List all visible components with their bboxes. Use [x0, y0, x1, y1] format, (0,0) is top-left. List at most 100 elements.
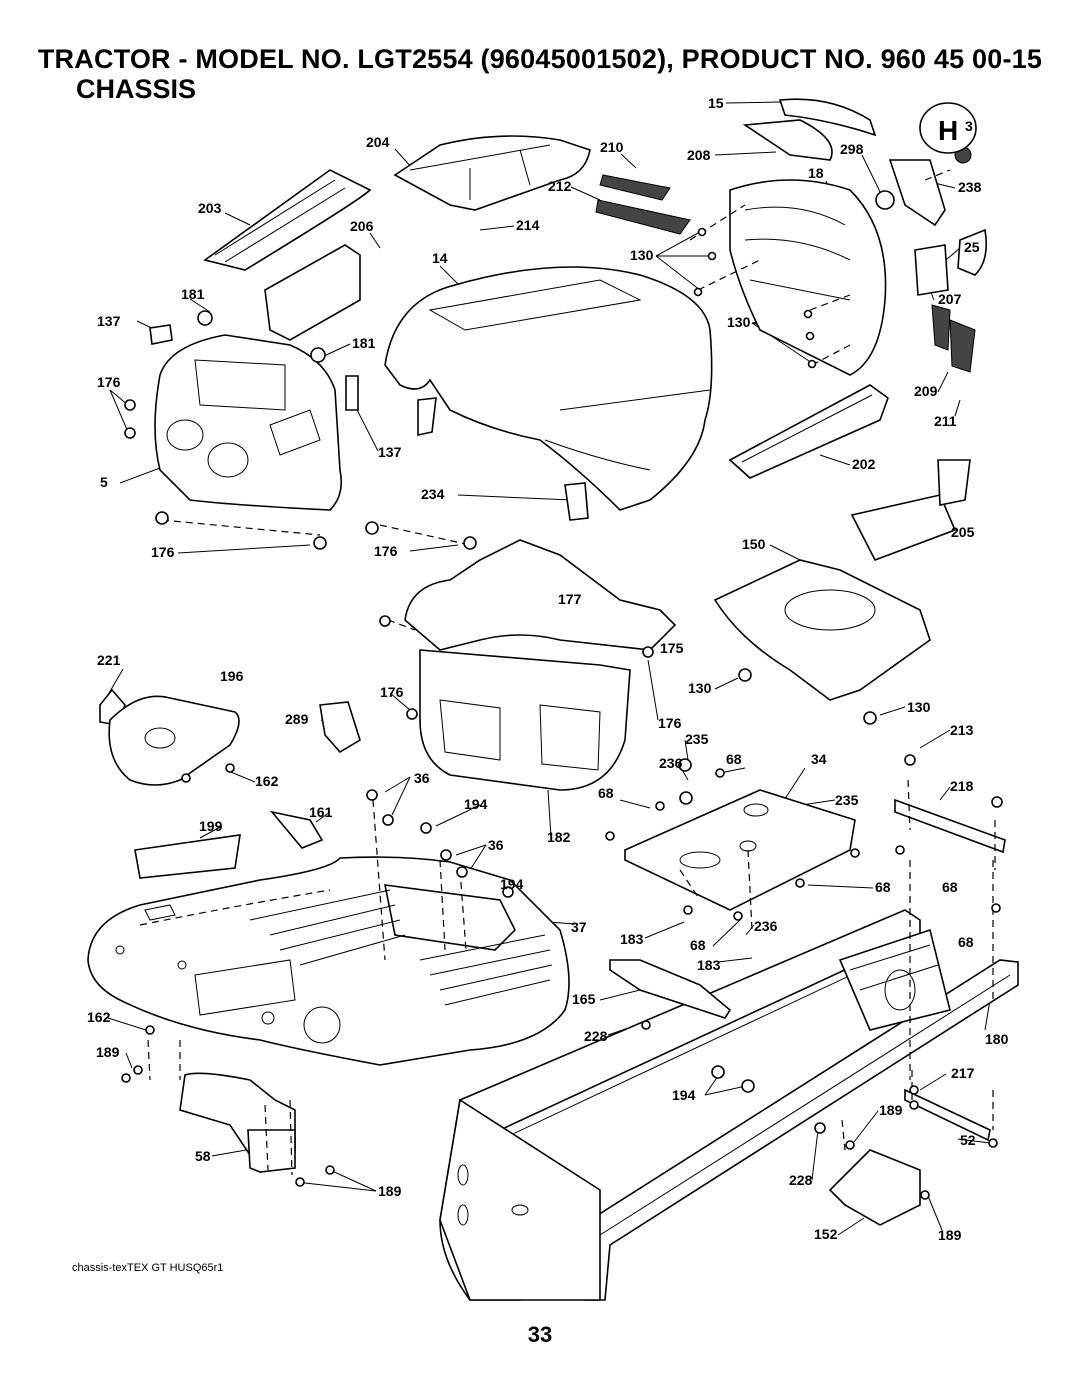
page-title: TRACTOR - MODEL NO. LGT2554 (96045001502… [37, 44, 1043, 74]
part-callout-238: 238 [958, 179, 982, 195]
part-callout-130: 130 [630, 247, 654, 263]
part-callout-3: 3 [965, 118, 973, 134]
part-callout-150: 150 [742, 536, 766, 552]
part-callout-199: 199 [199, 818, 223, 834]
page-number: 33 [527, 1322, 553, 1347]
part-callout-214: 214 [516, 217, 540, 233]
part-callout-162: 162 [255, 773, 279, 789]
nose-housing [729, 179, 887, 376]
part-callout-68: 68 [598, 785, 614, 801]
part-callout-25: 25 [964, 239, 980, 255]
bracket-152 [828, 1149, 921, 1226]
part-callout-52: 52 [960, 1132, 976, 1148]
part-callout-236: 236 [659, 755, 683, 771]
part-callout-217: 217 [951, 1065, 975, 1081]
part-callout-189: 189 [938, 1227, 962, 1243]
part-callout-180: 180 [985, 1031, 1009, 1047]
svg-text:H: H [938, 115, 958, 146]
part-callout-205: 205 [951, 524, 975, 540]
part-callout-130: 130 [907, 699, 931, 715]
part-callout-137: 137 [378, 444, 402, 460]
part-callout-189: 189 [96, 1044, 120, 1060]
part-callout-137: 137 [97, 313, 121, 329]
dash-tower [404, 539, 677, 651]
bumper-202 [728, 384, 889, 479]
part-callout-161: 161 [309, 804, 333, 820]
part-callout-234: 234 [421, 486, 445, 502]
part-callout-207: 207 [938, 291, 962, 307]
part-callout-162: 162 [87, 1009, 111, 1025]
part-callout-165: 165 [572, 991, 596, 1007]
part-callout-130: 130 [688, 680, 712, 696]
part-callout-130: 130 [727, 314, 751, 330]
part-callout-213: 213 [950, 722, 974, 738]
part-callout-189: 189 [378, 1183, 402, 1199]
part-callout-5: 5 [100, 474, 108, 490]
assembly-dash-lines [147, 169, 996, 1176]
grille-203 [203, 169, 372, 271]
lower-tower [419, 649, 631, 791]
part-callout-68: 68 [875, 879, 891, 895]
section-title: CHASSIS [76, 74, 197, 104]
part-callout-175: 175 [660, 640, 684, 656]
fasteners [121, 227, 1003, 1200]
dash-panel [154, 334, 343, 511]
part-callout-34: 34 [811, 751, 827, 767]
part-callout-235: 235 [685, 731, 709, 747]
fender-assembly [99, 539, 931, 879]
part-callout-236: 236 [754, 918, 778, 934]
part-callout-202: 202 [852, 456, 876, 472]
part-callout-176: 176 [380, 684, 404, 700]
part-callout-14: 14 [432, 250, 448, 266]
part-callout-235: 235 [835, 792, 859, 808]
part-callout-181: 181 [352, 335, 376, 351]
part-callout-176: 176 [374, 543, 398, 559]
part-callout-206: 206 [350, 218, 374, 234]
part-callout-209: 209 [914, 383, 938, 399]
part-callout-194: 194 [464, 796, 488, 812]
part-callout-228: 228 [584, 1028, 608, 1044]
part-callout-218: 218 [950, 778, 974, 794]
hood-lid [393, 135, 591, 211]
part-callout-182: 182 [547, 829, 571, 845]
part-callout-298: 298 [840, 141, 864, 157]
part-callout-208: 208 [687, 147, 711, 163]
part-callout-196: 196 [220, 668, 244, 684]
plate-182 [624, 789, 856, 911]
part-callout-152: 152 [814, 1226, 838, 1242]
part-callout-203: 203 [198, 200, 222, 216]
part-callout-210: 210 [600, 139, 624, 155]
part-callout-68: 68 [958, 934, 974, 950]
part-callout-183: 183 [620, 931, 644, 947]
part-callout-68: 68 [690, 937, 706, 953]
part-callout-37: 37 [571, 919, 587, 935]
dash-cowl [264, 244, 361, 341]
part-callout-68: 68 [726, 751, 742, 767]
part-callout-36: 36 [414, 770, 430, 786]
part-callout-58: 58 [195, 1148, 211, 1164]
part-callout-18: 18 [808, 165, 824, 181]
hood-assembly: H [203, 98, 988, 561]
part-callout-194: 194 [672, 1087, 696, 1103]
part-callout-176: 176 [658, 715, 682, 731]
fender-deck [87, 856, 570, 1066]
part-callout-194: 194 [500, 876, 524, 892]
part-callout-221: 221 [97, 652, 121, 668]
part-callout-181: 181 [181, 286, 205, 302]
dash-console [149, 310, 359, 511]
part-callout-36: 36 [488, 837, 504, 853]
part-callout-68: 68 [942, 879, 958, 895]
part-callout-289: 289 [285, 711, 309, 727]
part-callout-212: 212 [548, 178, 572, 194]
part-callout-211: 211 [934, 413, 957, 429]
hood [384, 266, 713, 511]
frame [179, 909, 1019, 1301]
part-callout-176: 176 [151, 544, 175, 560]
part-callout-189: 189 [879, 1102, 903, 1118]
part-callout-183: 183 [697, 957, 721, 973]
part-callout-228: 228 [789, 1172, 813, 1188]
part-callout-177: 177 [558, 591, 582, 607]
part-callout-176: 176 [97, 374, 121, 390]
